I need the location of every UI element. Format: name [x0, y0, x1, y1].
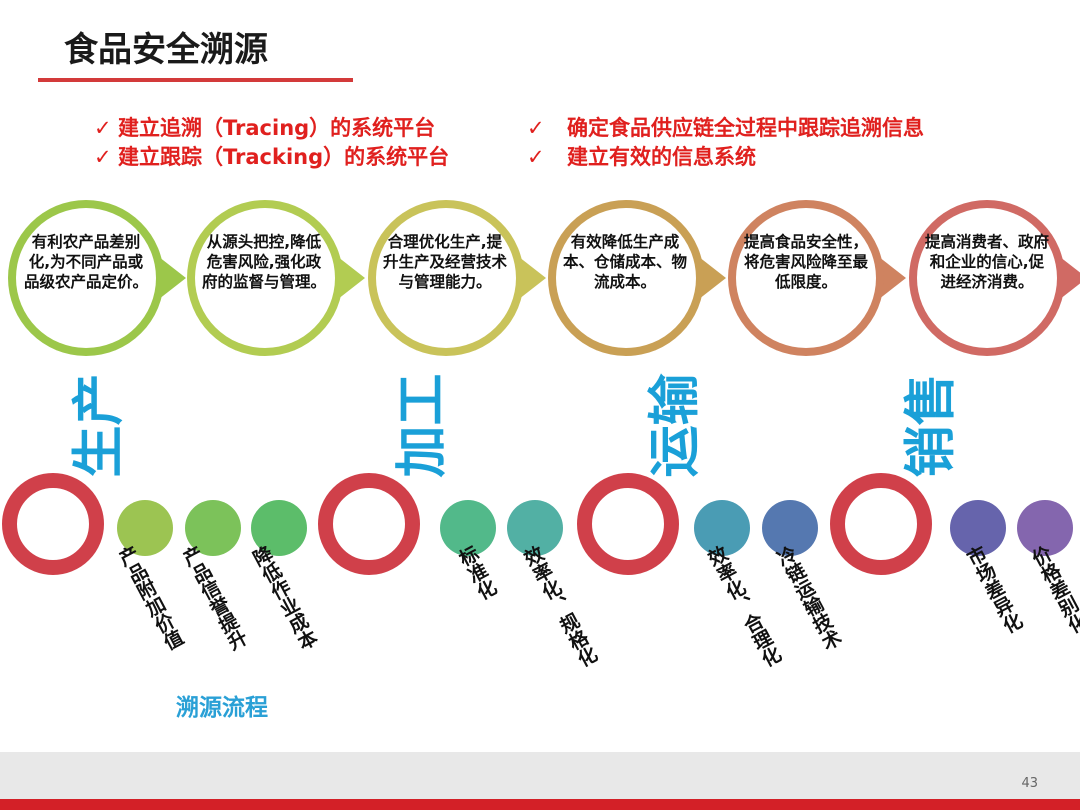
- stage-ring-sales: [830, 473, 932, 575]
- feature-dot: [1017, 500, 1073, 556]
- feature-dot: [251, 500, 307, 556]
- chevron-text-3: 合理优化生产,提升生产及经营技术与管理能力。: [383, 233, 508, 291]
- stage-label-production: 生产: [69, 373, 130, 478]
- stage-ring-processing: [318, 473, 420, 575]
- feature-dot: [185, 500, 241, 556]
- chevron-circle: [187, 200, 365, 356]
- feature-label: 产品附加价值: [113, 542, 187, 654]
- feature-dot: [694, 500, 750, 556]
- bottom-accent-bar: [0, 799, 1080, 810]
- chevron-circle: [368, 200, 546, 356]
- bullet-text: 建立追溯（Tracing）的系统平台: [118, 116, 436, 140]
- feature-label: 价格差别化: [1026, 542, 1080, 638]
- feature-dot: [762, 500, 818, 556]
- chevron-text-4: 有效降低生产成本、仓储成本、物流成本。: [563, 233, 688, 291]
- stage-label-processing: 加工: [392, 373, 453, 478]
- chevron-text-1: 有利农产品差别化,为不同产品或品级农产品定价。: [24, 233, 149, 291]
- feature-label: 效率化、合理化: [702, 542, 785, 671]
- feature-label: 效率化、规格化: [518, 542, 601, 671]
- title-underline: [38, 78, 353, 82]
- stage-ring-production: [2, 473, 104, 575]
- process-chevrons: [8, 200, 1080, 356]
- feature-label: 产品信誉提升: [177, 542, 251, 654]
- bullet-item: ✓建立追溯（Tracing）的系统平台: [94, 114, 449, 143]
- flow-caption: 溯源流程: [176, 695, 268, 721]
- page-number: 43: [1021, 776, 1038, 791]
- chevron-circle: [728, 200, 906, 356]
- feature-label: 冷链运输技术: [771, 542, 845, 654]
- feature-label: 降低作业成本: [247, 542, 321, 654]
- chevron-text-2: 从源头把控,降低危害风险,强化政府的监督与管理。: [202, 233, 327, 291]
- stage-label-sales: 销售: [901, 373, 962, 478]
- chevron-circle: [8, 200, 186, 356]
- check-icon: ✓: [527, 145, 545, 169]
- check-icon: ✓: [94, 116, 112, 140]
- bullet-text: 建立跟踪（Tracking）的系统平台: [118, 145, 450, 169]
- feature-dot: [117, 500, 173, 556]
- feature-label: 标准化: [453, 542, 500, 604]
- feature-label: 市场差异化: [961, 542, 1026, 638]
- chevron-circle: [909, 200, 1080, 356]
- bullet-item: ✓ 确定食品供应链全过程中跟踪追溯信息: [527, 114, 924, 143]
- stage-label-transport: 运输: [645, 373, 706, 478]
- page-title: 食品安全溯源: [64, 30, 268, 70]
- check-icon: ✓: [527, 116, 545, 140]
- bullet-item: ✓ 建立有效的信息系统: [527, 143, 924, 172]
- chevron-text-5: 提高食品安全性，将危害风险降至最低限度。: [744, 233, 869, 291]
- stage-ring-transport: [577, 473, 679, 575]
- bullet-list-right: ✓ 确定食品供应链全过程中跟踪追溯信息 ✓ 建立有效的信息系统: [527, 114, 924, 172]
- bullet-list-left: ✓建立追溯（Tracing）的系统平台 ✓建立跟踪（Tracking）的系统平台: [94, 114, 449, 172]
- footer-band: [0, 752, 1080, 799]
- feature-dot: [440, 500, 496, 556]
- chevron-text-6: 提高消费者、政府和企业的信心,促进经济消费。: [925, 233, 1050, 291]
- chevron-circle: [548, 200, 726, 356]
- bullet-text: 确定食品供应链全过程中跟踪追溯信息: [567, 116, 924, 140]
- feature-dot: [950, 500, 1006, 556]
- check-icon: ✓: [94, 145, 112, 169]
- bullet-item: ✓建立跟踪（Tracking）的系统平台: [94, 143, 449, 172]
- feature-dot: [507, 500, 563, 556]
- bullet-text: 建立有效的信息系统: [567, 145, 756, 169]
